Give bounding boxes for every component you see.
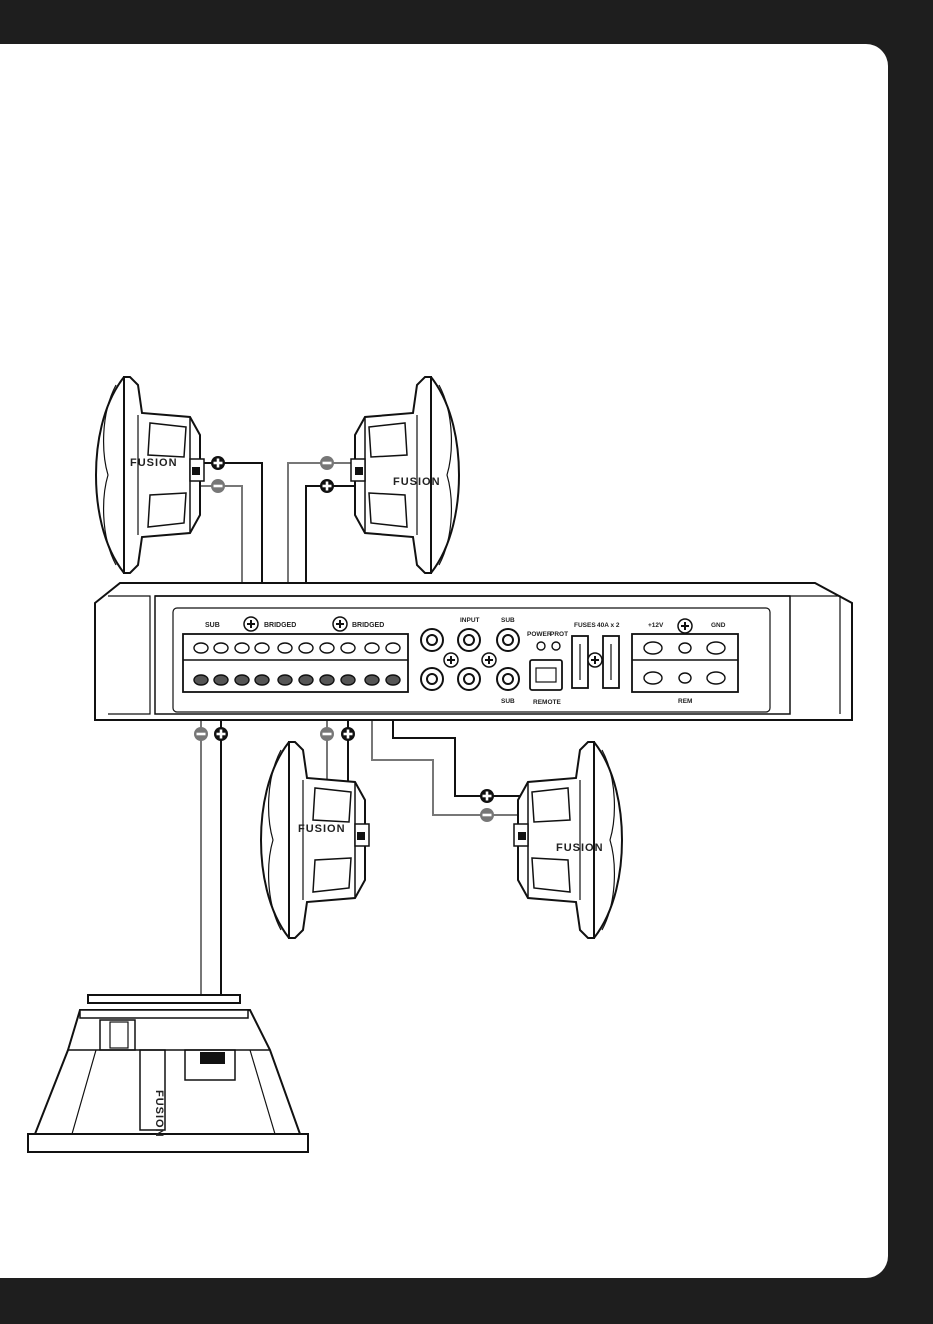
sub-plus-icon [214, 727, 228, 741]
screw-icon [333, 617, 347, 631]
plus12v-label: +12V [648, 622, 664, 629]
screw-icon [482, 653, 496, 667]
speaker-top-left [96, 377, 204, 573]
fuses-label: FUSES [574, 622, 596, 629]
remote-label: REMOTE [533, 699, 561, 706]
power-led [537, 642, 545, 650]
subwoofer-brand-label: FUSION [153, 1090, 165, 1138]
manual-page: FUSION FUSION SUB BR [0, 44, 888, 1278]
gnd-label: GND [711, 622, 726, 629]
speaker-bottom-mid [261, 742, 369, 938]
speaker-top-right [351, 377, 459, 573]
fuse-rating-label: 40A x 2 [597, 622, 620, 629]
bridged-label-2: BRIDGED [352, 622, 384, 629]
speaker-brand-label: FUSION [130, 457, 178, 469]
speaker-brand-label: FUSION [393, 476, 441, 488]
screw-icon [244, 617, 258, 631]
rem-label: REM [678, 698, 692, 705]
sub-input-label-bottom: SUB [501, 698, 515, 705]
speaker-top-left-minus-icon [211, 479, 225, 493]
subwoofer [28, 995, 308, 1152]
speaker-bottom-right-minus-icon [480, 808, 494, 822]
amplifier: SUB BRIDGED BRIDGED INPUT SUB SUB POWER … [95, 583, 852, 720]
speaker-brand-label: FUSION [298, 823, 346, 835]
wires [195, 463, 520, 995]
screw-icon [588, 653, 602, 667]
prot-label: PROT [550, 631, 568, 638]
sub-minus-icon [194, 727, 208, 741]
speaker-bottom-mid-plus-icon [341, 727, 355, 741]
speaker-bottom-mid-minus-icon [320, 727, 334, 741]
wiring-diagram: FUSION FUSION SUB BR [0, 44, 888, 1278]
power-label: POWER [527, 631, 552, 638]
remote-port [530, 660, 562, 690]
speaker-top-right-plus-icon [320, 479, 334, 493]
screw-icon [444, 653, 458, 667]
speaker-brand-label: FUSION [556, 842, 604, 854]
speaker-top-left-plus-icon [211, 456, 225, 470]
input-label: INPUT [460, 617, 480, 624]
speaker-bottom-right [514, 742, 622, 938]
speaker-bottom-right-plus-icon [480, 789, 494, 803]
speaker-top-right-minus-icon [320, 456, 334, 470]
screw-icon [678, 619, 692, 633]
bridged-label-1: BRIDGED [264, 622, 296, 629]
sub-terminal-label: SUB [205, 622, 220, 629]
prot-led [552, 642, 560, 650]
sub-input-label-top: SUB [501, 617, 515, 624]
